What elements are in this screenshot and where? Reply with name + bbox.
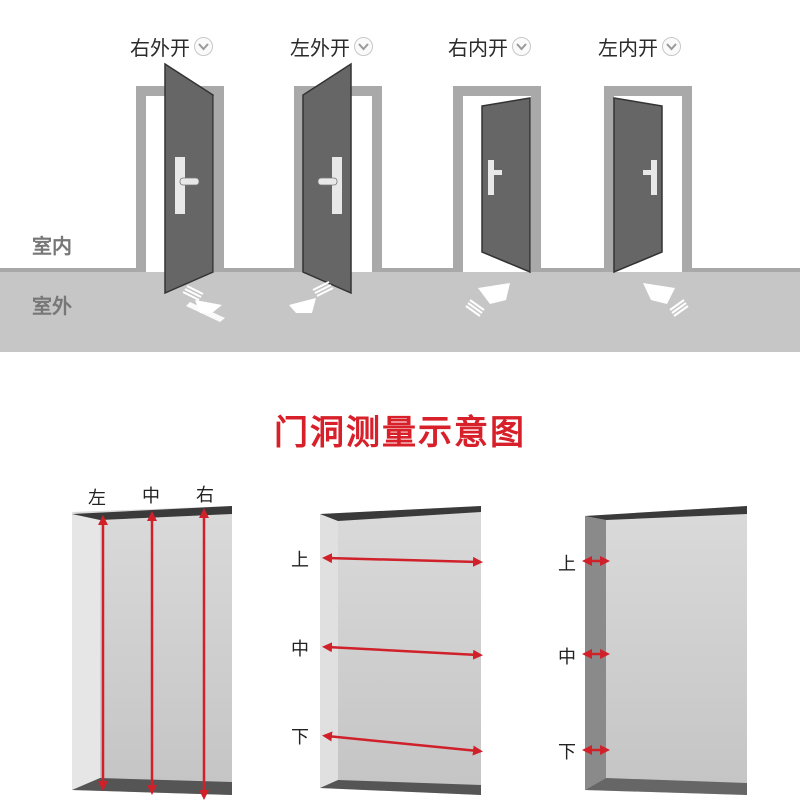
height-label-left: 左 — [88, 488, 106, 509]
outdoor-label: 室外 — [32, 294, 72, 318]
ground-band — [0, 270, 800, 352]
door-leaf-3 — [481, 97, 531, 274]
depth-label-bottom: 下 — [558, 742, 576, 763]
chevron-down-icon[interactable] — [354, 37, 373, 56]
door-type-label-3[interactable]: 右内开 — [448, 32, 531, 61]
chevron-down-icon[interactable] — [662, 37, 681, 56]
chevron-down-icon[interactable] — [512, 37, 531, 56]
width-label-top: 上 — [291, 550, 309, 571]
height-label-middle: 中 — [142, 486, 160, 507]
door-type-label-2[interactable]: 左外开 — [290, 32, 373, 61]
section-title: 门洞测量示意图 — [274, 413, 526, 453]
door-type-text: 左外开 — [290, 36, 350, 60]
height-label-right: 右 — [196, 485, 214, 506]
door-type-text: 右外开 — [130, 36, 190, 60]
arrow-out-icon-1 — [182, 285, 225, 322]
arrow-in-icon-3 — [465, 283, 510, 317]
width-measure-diagram — [320, 506, 483, 795]
arrow-out-icon-2 — [289, 281, 334, 313]
indoor-label: 室内 — [32, 234, 72, 258]
door-type-label-4[interactable]: 左内开 — [598, 32, 681, 61]
door-type-text: 左内开 — [598, 36, 658, 60]
depth-label-middle: 中 — [558, 647, 576, 668]
door-swing-illustration — [0, 62, 800, 352]
width-label-middle: 中 — [291, 639, 309, 660]
depth-measure-diagram — [582, 506, 747, 795]
height-measure-diagram — [72, 506, 232, 800]
door-type-text: 右内开 — [448, 36, 508, 60]
door-type-label-1[interactable]: 右外开 — [130, 32, 213, 61]
width-label-bottom: 下 — [291, 727, 309, 748]
depth-label-top: 上 — [558, 554, 576, 575]
door-leaf-4 — [613, 97, 663, 274]
arrow-in-icon-4 — [643, 283, 689, 317]
chevron-down-icon[interactable] — [194, 37, 213, 56]
